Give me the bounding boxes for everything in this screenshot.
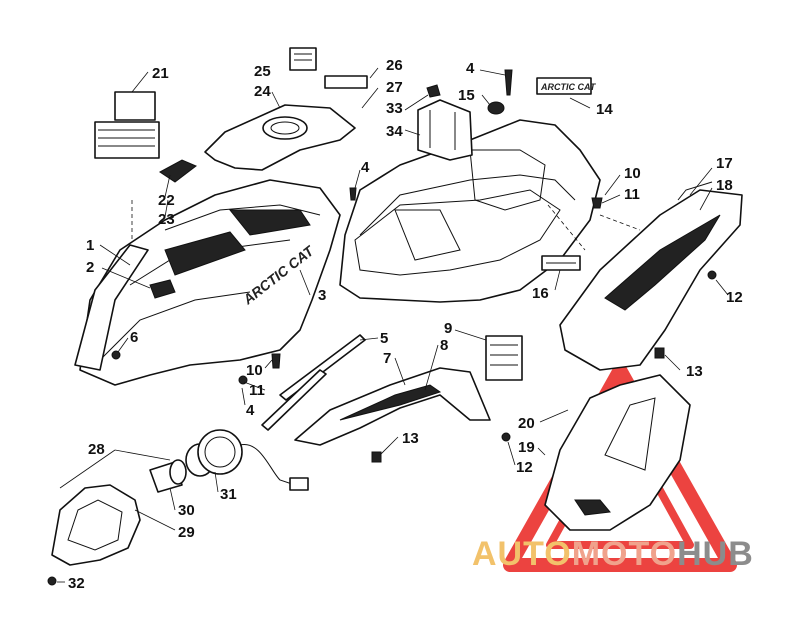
part-label-9: 9 [444,320,452,337]
part-label-2: 2 [86,259,94,276]
leader-lines [57,67,729,583]
part-label-11b: 11 [249,382,265,399]
part-label-12b: 12 [516,459,533,476]
headlight-housing-29 [51,484,141,566]
decal-16 [541,255,581,271]
part-label-25: 25 [254,63,271,80]
part-label-7: 7 [383,350,391,367]
part-label-4b: 4 [361,159,370,176]
decal-sheet-21 [94,91,160,245]
part-label-1: 1 [86,237,94,254]
decal-arctic-cat-text: ARCTIC CAT [540,82,597,92]
part-label-27: 27 [386,79,403,96]
part-label-8: 8 [440,337,448,354]
part-label-13b: 13 [402,430,419,447]
decal-25 [289,47,317,71]
part-label-29: 29 [178,524,195,541]
part-label-34: 34 [386,123,403,140]
cap-15 [487,101,505,115]
trim-strip-5 [279,334,366,401]
side-panel-1 [74,244,149,371]
part-label-26: 26 [386,57,403,74]
part-label-10b: 10 [246,362,263,379]
watermark-logo: AUTOMOTOHUB [472,535,754,574]
light-22 [159,159,197,183]
part-label-4a: 4 [466,60,475,77]
decal-26 [324,75,368,89]
part-label-17: 17 [716,155,733,172]
part-label-5: 5 [380,330,388,347]
part-label-16: 16 [532,285,549,302]
part-label-19: 19 [518,439,535,456]
part-label-13a: 13 [686,363,703,380]
watermark-part3: HUB [677,535,754,573]
part-label-23: 23 [158,211,175,228]
part-label-10a: 10 [624,165,641,182]
part-label-14: 14 [596,101,613,118]
part-label-33: 33 [386,100,403,117]
part-label-11a: 11 [624,186,640,203]
part-label-3: 3 [318,287,326,304]
part-label-12a: 12 [726,289,743,306]
part-label-24: 24 [254,83,271,100]
headlight-31 [185,429,309,491]
watermark-part2: MOTO [571,535,678,573]
part-label-21: 21 [152,65,169,82]
part-label-4c: 4 [246,402,255,419]
part-label-31: 31 [220,486,237,503]
part-label-28: 28 [88,441,105,458]
part-label-15: 15 [458,87,475,104]
part-labels: 1 2 3 4 4 4 5 6 7 8 9 10 10 11 11 12 12 … [68,57,743,592]
part-label-18: 18 [716,177,733,194]
part-label-22: 22 [158,192,175,209]
side-panel-2 [149,279,176,299]
part-label-32: 32 [68,575,85,592]
part-label-30: 30 [178,502,195,519]
decal-arctic-cat: ARCTIC CAT [536,77,597,95]
watermark-part1: AUTO [472,535,572,573]
decal-9 [485,335,523,381]
part-label-20: 20 [518,415,535,432]
part-label-6: 6 [130,329,138,346]
bracket-34 [417,99,473,161]
